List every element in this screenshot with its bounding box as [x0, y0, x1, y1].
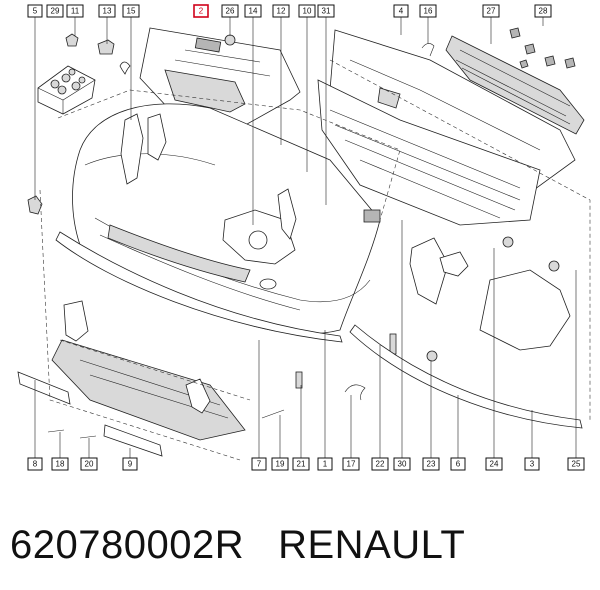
clip-set-28-drawing — [509, 27, 576, 69]
callout-5: 5 — [27, 4, 43, 18]
callout-6: 6 — [450, 457, 466, 471]
svg-text:30: 30 — [398, 460, 407, 469]
lattice-pieces-drawing — [17, 371, 163, 457]
pins-drawing — [47, 409, 285, 439]
callout-28: 28 — [534, 4, 552, 18]
part-number: 620780002R — [10, 522, 245, 567]
callout-26: 26 — [221, 4, 239, 18]
callout-12: 12 — [272, 4, 290, 18]
callout-16: 16 — [419, 4, 437, 18]
svg-text:31: 31 — [322, 7, 331, 16]
callout-7: 7 — [251, 457, 267, 471]
callout-19: 19 — [271, 457, 289, 471]
callout-15: 15 — [122, 4, 140, 18]
callout-13: 13 — [98, 4, 116, 18]
callout-9: 9 — [122, 457, 138, 471]
callout-21: 21 — [292, 457, 310, 471]
svg-text:9: 9 — [128, 460, 133, 469]
callout-1: 1 — [317, 457, 333, 471]
callout-2-highlighted: 2 — [193, 4, 209, 18]
callout-18: 18 — [51, 457, 69, 471]
svg-text:3: 3 — [530, 460, 535, 469]
callout-10: 10 — [298, 4, 316, 18]
center-bracket-drawing — [222, 188, 297, 265]
clip-kit-box-drawing — [37, 65, 96, 115]
callout-31: 31 — [317, 4, 335, 18]
lower-strip-drawing — [349, 324, 583, 429]
callout-22: 22 — [371, 457, 389, 471]
svg-text:12: 12 — [277, 7, 286, 16]
clip-17-drawing — [344, 384, 366, 401]
callout-8: 8 — [27, 457, 43, 471]
callout-30: 30 — [393, 457, 411, 471]
callout-23: 23 — [422, 457, 440, 471]
callout-17: 17 — [342, 457, 360, 471]
upper-cover-panel-drawing — [139, 27, 301, 129]
svg-text:16: 16 — [424, 7, 433, 16]
exploded-parts-diagram: 5 29 11 13 15 2 26 14 12 10 31 4 16 27 2… — [17, 4, 591, 471]
svg-text:6: 6 — [456, 460, 461, 469]
svg-text:7: 7 — [257, 460, 262, 469]
undertray-drawing — [51, 300, 246, 441]
svg-text:24: 24 — [490, 460, 499, 469]
svg-text:18: 18 — [56, 460, 65, 469]
svg-text:8: 8 — [33, 460, 38, 469]
clip-16-drawing — [421, 43, 435, 57]
svg-text:20: 20 — [85, 460, 94, 469]
callout-25: 25 — [567, 457, 585, 471]
svg-text:29: 29 — [51, 7, 60, 16]
clip-5-drawing — [27, 195, 43, 215]
svg-text:2: 2 — [199, 7, 204, 16]
svg-text:13: 13 — [103, 7, 112, 16]
svg-text:15: 15 — [127, 7, 136, 16]
svg-text:26: 26 — [226, 7, 235, 16]
bolts-drawing — [295, 209, 397, 389]
brand-name: RENAULT — [278, 522, 466, 567]
right-brackets-drawing — [409, 236, 571, 362]
group-outlines — [39, 59, 591, 461]
svg-text:27: 27 — [487, 7, 496, 16]
lower-grille-drawing — [317, 79, 541, 226]
callout-11: 11 — [66, 4, 84, 18]
leader-lines — [34, 17, 577, 458]
callout-24: 24 — [485, 457, 503, 471]
svg-text:5: 5 — [33, 7, 38, 16]
left-brackets-drawing — [120, 113, 167, 185]
callout-3: 3 — [524, 457, 540, 471]
svg-text:14: 14 — [249, 7, 258, 16]
svg-text:10: 10 — [303, 7, 312, 16]
lower-lip-drawing — [55, 231, 343, 343]
svg-text:23: 23 — [427, 460, 436, 469]
svg-text:4: 4 — [399, 7, 404, 16]
svg-text:1: 1 — [323, 460, 328, 469]
callout-29: 29 — [46, 4, 64, 18]
part-caption: 620780002R RENAULT — [10, 515, 465, 575]
small-clips-drawing — [65, 33, 131, 75]
callout-27: 27 — [482, 4, 500, 18]
svg-text:22: 22 — [376, 460, 385, 469]
callout-14: 14 — [244, 4, 262, 18]
svg-text:28: 28 — [539, 7, 548, 16]
svg-text:19: 19 — [276, 460, 285, 469]
svg-text:21: 21 — [297, 460, 306, 469]
mesh-grille-drawing — [445, 35, 585, 135]
svg-text:11: 11 — [71, 7, 80, 16]
svg-text:25: 25 — [572, 460, 581, 469]
svg-text:17: 17 — [347, 460, 356, 469]
callout-4: 4 — [393, 4, 409, 18]
callout-20: 20 — [80, 457, 98, 471]
nut-26-drawing — [224, 34, 236, 46]
